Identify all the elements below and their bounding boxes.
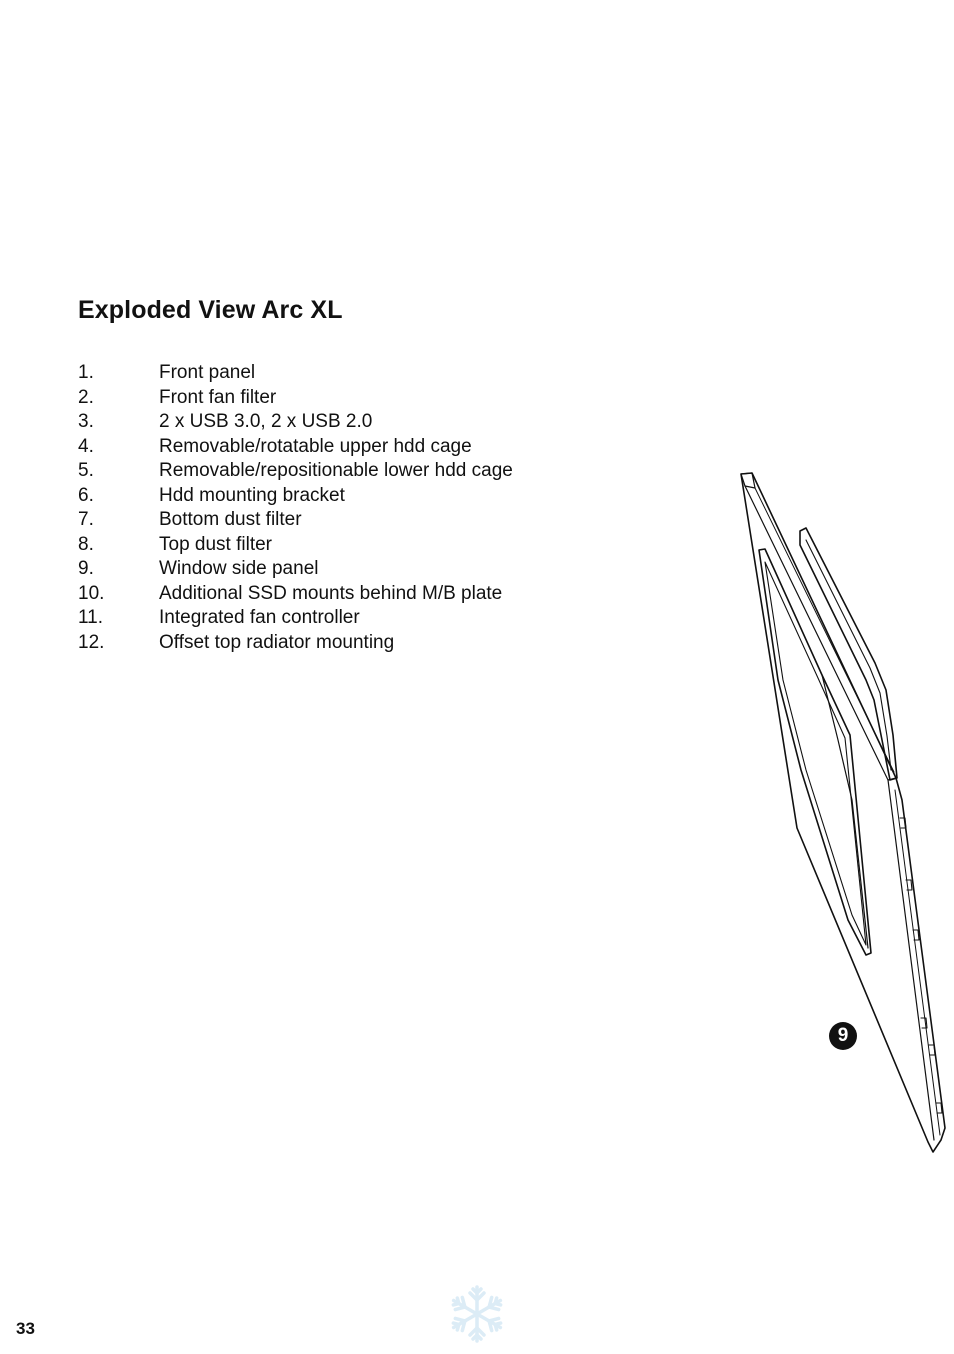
callout-badge: 9 <box>829 1022 857 1050</box>
list-item: 2. Front fan filter <box>78 386 513 411</box>
list-item-number: 10. <box>78 582 105 604</box>
list-item-number: 2. <box>78 386 94 408</box>
list-item-label: Top dust filter <box>159 533 272 555</box>
list-item: 3. 2 x USB 3.0, 2 x USB 2.0 <box>78 410 513 435</box>
list-item-number: 3. <box>78 411 94 432</box>
list-item: 9. Window side panel <box>78 557 513 582</box>
list-item-number: 11. <box>78 607 104 628</box>
list-item-number: 5. <box>78 460 94 481</box>
list-item: 5. Removable/repositionable lower hdd cag… <box>78 459 513 484</box>
parts-list: 1. Front panel 2. Front fan filter 3. 2 x USB… <box>78 361 513 655</box>
list-item-label: Offset top radiator mounting <box>159 631 395 653</box>
list-item-label: Removable/rotatable upper hdd cage <box>159 435 472 457</box>
list-item-number: 12. <box>78 631 105 653</box>
list-item-number: 1. <box>78 362 94 383</box>
list-item: 4. Removable/rotatable upper hdd cage <box>78 435 513 460</box>
page-number: 33 <box>16 1319 35 1338</box>
list-item-number: 9. <box>78 558 94 579</box>
list-item-number: 7. <box>78 509 94 530</box>
list-item: 6. Hdd mounting bracket <box>78 484 513 509</box>
list-item-label: Hdd mounting bracket <box>159 484 345 506</box>
list-item-label: 2 x USB 3.0, 2 x USB 2.0 <box>159 411 373 432</box>
list-item-label: Front fan filter <box>159 386 277 408</box>
list-item: 10. Additional SSD mounts behind M/B plat… <box>78 582 513 607</box>
snowflake-icon <box>448 1285 506 1343</box>
list-item-label: Window side panel <box>159 558 319 579</box>
list-item: 11. Integrated fan controller <box>78 606 513 631</box>
list-item-number: 6. <box>78 484 94 506</box>
list-item-label: Additional SSD mounts behind M/B plate <box>159 582 503 604</box>
list-item-label: Front panel <box>159 362 256 383</box>
list-item: 12. Offset top radiator mounting <box>78 631 513 656</box>
list-item: 1. Front panel <box>78 361 513 386</box>
page-title: Exploded View Arc XL <box>78 296 343 324</box>
list-item-label: Bottom dust filter <box>159 509 302 530</box>
list-item-number: 8. <box>78 533 94 555</box>
list-item-label: Integrated fan controller <box>159 607 360 628</box>
list-item-number: 4. <box>78 435 94 457</box>
list-item: 8. Top dust filter <box>78 533 513 558</box>
list-item-label: Removable/repositionable lower hdd cage <box>159 460 513 481</box>
window-side-panel-drawing <box>740 472 946 1153</box>
list-item: 7. Bottom dust filter <box>78 508 513 533</box>
